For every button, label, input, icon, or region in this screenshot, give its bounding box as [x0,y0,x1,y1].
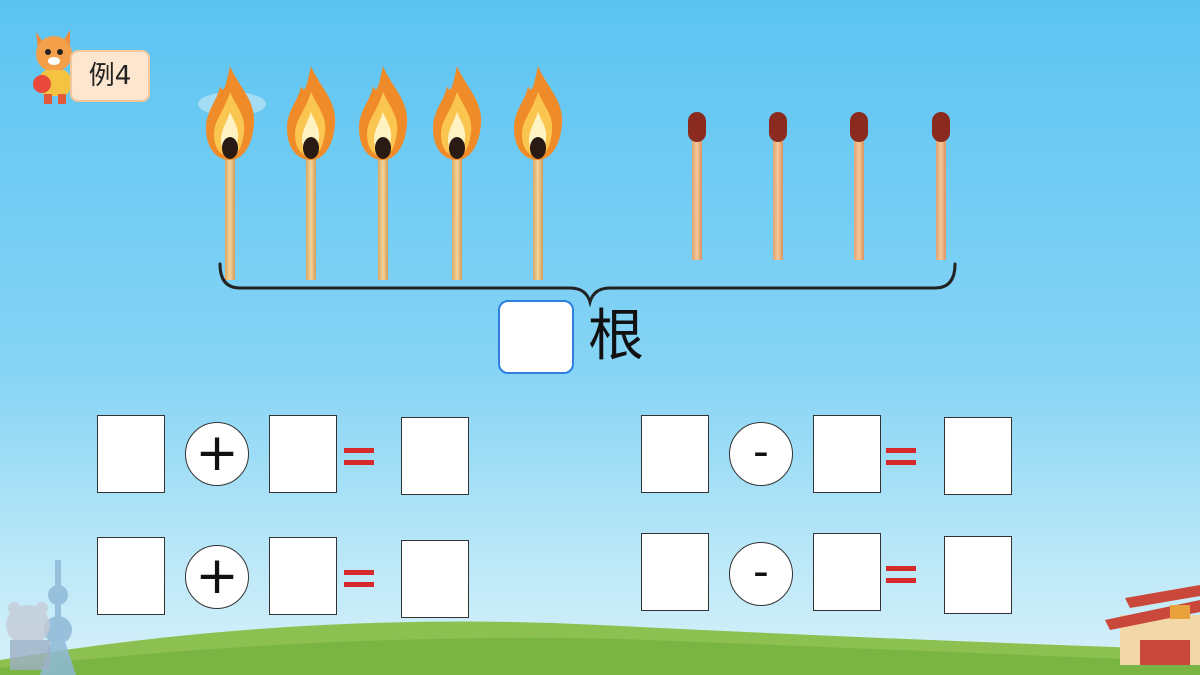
grouping-brace [218,262,957,308]
minus-sign: - [729,542,793,606]
unlit-match-icon [932,112,950,260]
equals-sign [344,442,376,470]
addend-a-box[interactable] [97,537,165,615]
plus-sign: + [185,422,249,486]
total-answer-box[interactable] [498,300,574,374]
sum-box[interactable] [401,540,469,618]
difference-box[interactable] [944,536,1012,614]
subtrahend-box[interactable] [813,533,881,611]
unlit-match-icon [769,112,787,260]
addend-b-box[interactable] [269,537,337,615]
lit-match-icon [433,66,482,280]
equals-sign [344,564,376,592]
lit-match-icon [206,66,255,280]
matches-illustration [198,66,957,308]
equals-sign [886,560,918,588]
plus-sign: + [185,545,249,609]
difference-box[interactable] [944,417,1012,495]
unit-label: 根 [588,304,644,369]
unlit-match-icon [850,112,868,260]
minuend-box[interactable] [641,533,709,611]
addend-b-box[interactable] [269,415,337,493]
lit-match-icon [514,66,563,280]
subtrahend-box[interactable] [813,415,881,493]
mascot-bear-icon [6,602,50,670]
pavilion-icon [1105,585,1200,665]
minuend-box[interactable] [641,415,709,493]
example-badge: 例4 [70,50,150,102]
equals-sign [886,442,918,470]
minus-sign: - [729,422,793,486]
cat-mascot-icon [33,30,72,104]
unlit-match-icon [688,112,706,260]
sum-box[interactable] [401,417,469,495]
lit-match-icon [287,66,336,280]
lit-match-icon [359,66,408,280]
addend-a-box[interactable] [97,415,165,493]
